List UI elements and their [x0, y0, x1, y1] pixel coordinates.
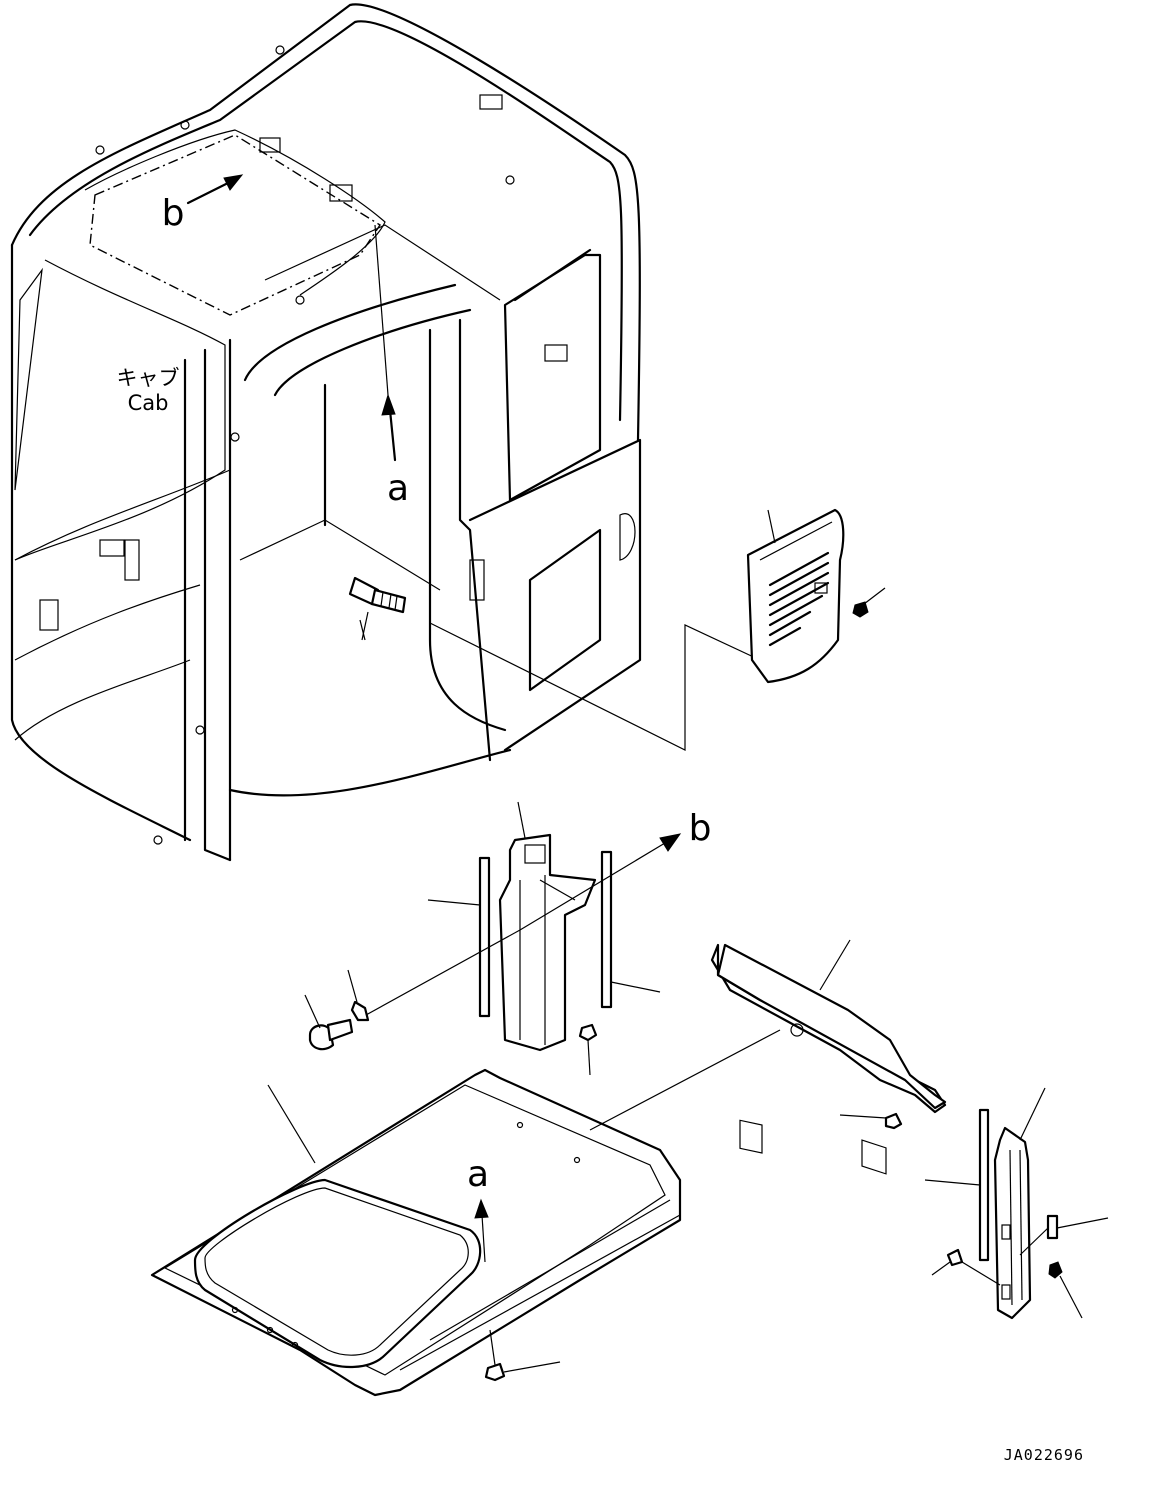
- leader-louver-cover: [767, 509, 776, 544]
- weather-strip-rear: [924, 1108, 990, 1262]
- view-b-label-top: b: [162, 193, 185, 234]
- weather-strip-left: [427, 856, 491, 1018]
- roof-liner-panel: [150, 1029, 781, 1397]
- pillar-clip: [347, 929, 521, 1022]
- louver-cover: [746, 508, 845, 684]
- liner-clip: [484, 1329, 561, 1382]
- pillar-grommet: [578, 1023, 598, 1076]
- cab-label-en: Cab: [128, 391, 169, 415]
- pillar-cover-center: [498, 801, 597, 1052]
- cab-bolt-marks: [39, 45, 568, 845]
- leader-rear-side-panel: [819, 939, 851, 991]
- rear-pillar-clip-left: [931, 1248, 1001, 1286]
- rear-side-panel: [710, 939, 947, 1175]
- leader-pillar-center: [517, 801, 526, 839]
- leader-bolt-cab: [361, 611, 369, 641]
- view-a-label-top: a: [387, 468, 409, 509]
- pillar-bolt: [304, 994, 354, 1051]
- rear-pillar-pad: [1019, 1214, 1109, 1256]
- view-b-arrow-top: [186, 174, 244, 205]
- leader-liner-to-panel: [589, 1029, 781, 1131]
- rear-pillar-cover: [993, 1087, 1046, 1320]
- mounting-bolt-cab: [348, 576, 407, 641]
- view-a-arrow-top: [374, 224, 397, 462]
- cab-label-jp: キャブ: [117, 366, 180, 390]
- leader-rear-pillar: [1019, 1087, 1046, 1141]
- weather-strip-right: [600, 850, 661, 1009]
- view-a-label-bottom: a: [467, 1154, 489, 1195]
- view-a-arrow-bottom: [474, 1198, 489, 1263]
- view-b-arrow-bottom: [519, 833, 682, 931]
- view-b-label-bottom: b: [689, 808, 712, 849]
- drawing-reference-code: JA022696: [1004, 1446, 1084, 1464]
- louver-slots: [768, 551, 830, 647]
- leader-bolt-to-cover: [429, 622, 761, 751]
- leader-roof-liner: [267, 1084, 316, 1164]
- louver-clip-nut: [852, 587, 886, 618]
- rear-panel-clip: [839, 1112, 903, 1130]
- rear-pillar-nut: [1048, 1261, 1083, 1319]
- cab-assembly: [10, 3, 642, 862]
